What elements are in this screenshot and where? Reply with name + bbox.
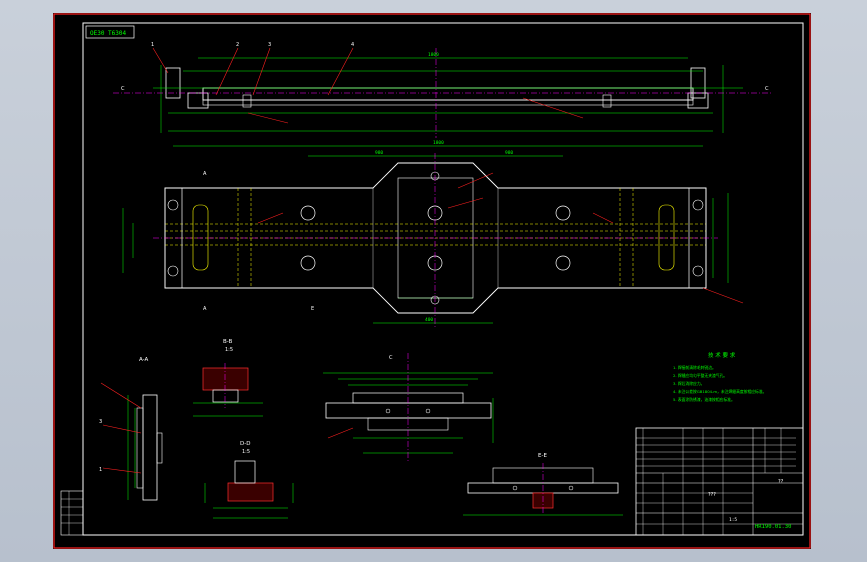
tech-requirements-title: 技 术 要 求 xyxy=(708,351,736,359)
section-bb-label: B-B xyxy=(223,339,233,345)
dim-half-right: 980 xyxy=(505,150,513,156)
part-number-aa-1: 1 xyxy=(99,467,102,473)
outer-frame xyxy=(53,13,811,549)
view-letter-c-right: C xyxy=(765,86,769,92)
section-cc-label: C xyxy=(389,355,393,361)
view-letter-a-top: A xyxy=(203,171,207,177)
part-number-1: 1 xyxy=(151,42,154,48)
section-bb: B-B 1:5 xyxy=(193,339,263,417)
dim-width: 400 xyxy=(425,317,433,323)
part-number-aa-3: 3 xyxy=(99,419,102,425)
title-block: ??? ?? HR190.01.30 1:5 xyxy=(635,427,804,536)
code-box xyxy=(85,25,135,39)
tech-line-4: 4. 未注公差按GB1804-m，未注焊缝高度按相应标准。 xyxy=(673,389,766,394)
tech-line-2: 2. 焊缝应均匀平整无夹渣气孔。 xyxy=(673,373,727,378)
dim-overall-plan: 1800 xyxy=(433,140,444,146)
drawing-sheet[interactable]: OE30 T6304 xyxy=(53,13,811,549)
section-dd-label: D-D xyxy=(240,441,250,447)
section-cc: C xyxy=(323,353,494,463)
drawing-canvas: OE30 T6304 xyxy=(53,13,811,549)
inner-frame xyxy=(82,22,804,536)
section-aa-label: A-A xyxy=(139,357,149,363)
part-number-3: 3 xyxy=(268,42,271,48)
view-letter-e: E xyxy=(311,306,314,312)
dim-half-left: 980 xyxy=(375,150,383,156)
section-ee: E-E xyxy=(463,453,623,516)
tech-line-1: 1. 焊接前清除毛刺锐边。 xyxy=(673,365,716,370)
drawing-title: ??? xyxy=(708,492,716,498)
code-box-text: OE30 T6304 xyxy=(90,30,127,37)
plan-view: 980 980 1800 400 xyxy=(122,140,744,328)
revision-block xyxy=(60,490,84,536)
section-ee-label: E-E xyxy=(538,453,547,459)
drawing-number: HR190.01.30 xyxy=(755,524,791,530)
section-dd: D-D 1:5 xyxy=(204,441,294,519)
view-letter-a-bottom: A xyxy=(203,306,207,312)
section-aa: A-A 3 1 xyxy=(99,357,163,501)
view-letter-c-left: C xyxy=(121,86,125,92)
section-bb-scale: 1:5 xyxy=(225,347,233,353)
elevation-view: 1 2 3 4 C C 1800 xyxy=(113,42,773,138)
part-number-2: 2 xyxy=(236,42,239,48)
tech-line-3: 3. 焊后消除应力。 xyxy=(673,381,704,386)
tech-requirements: 技 术 要 求 1. 焊接前清除毛刺锐边。 2. 焊缝应均匀平整无夹渣气孔。 3… xyxy=(673,351,766,402)
drawing-scale: 1:5 xyxy=(729,517,737,523)
part-number-4: 4 xyxy=(351,42,354,48)
section-dd-scale: 1:5 xyxy=(242,449,250,455)
dim-overall-top: 1800 xyxy=(428,52,439,58)
tech-line-5: 5. 表面涂防锈漆，油漆按相应标准。 xyxy=(673,397,735,402)
drawing-sheet-mark: ?? xyxy=(778,479,784,485)
